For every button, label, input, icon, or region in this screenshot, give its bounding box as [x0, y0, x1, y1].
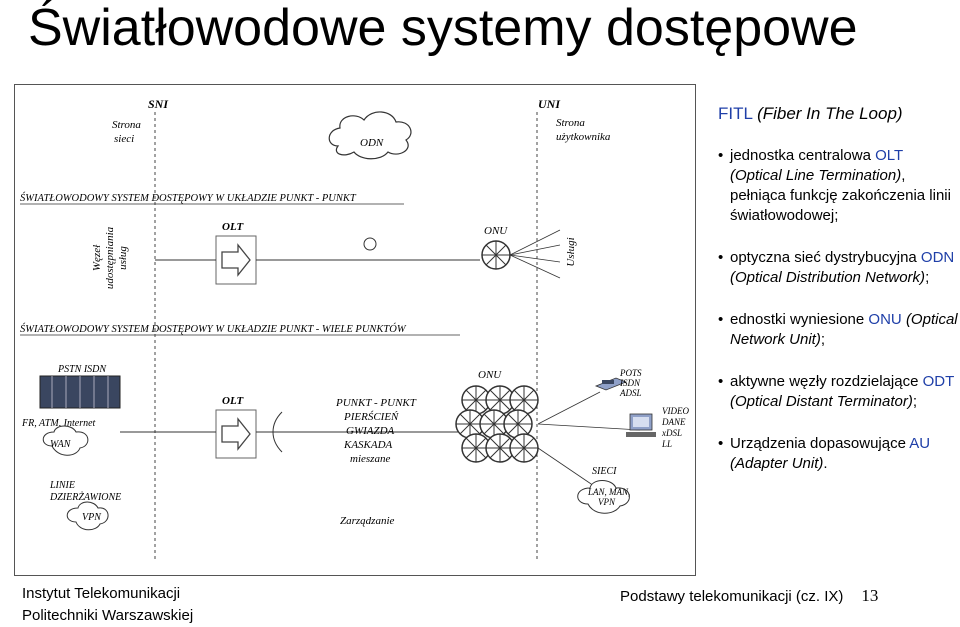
- wezel-line1: Węzeł: [91, 244, 103, 271]
- onu-to-computer-line: [537, 423, 641, 431]
- uslugi-label: Usługi: [565, 237, 577, 266]
- definition-text: ;: [912, 393, 918, 410]
- zarzadzanie-label: Zarządzanie: [340, 515, 395, 527]
- strona-sieci-line2: sieci: [114, 133, 134, 145]
- onu-to-networks-line: [537, 447, 601, 491]
- onu-fanout-line: [509, 244, 561, 256]
- definition-odn: optyczna sieć dystrybucyjna ODN (Optical…: [718, 248, 958, 288]
- strona-uzytkownika-line2: użytkownika: [556, 131, 611, 143]
- topology-1: PUNKT - PUNKT: [335, 397, 417, 409]
- odn-label: ODN: [360, 137, 384, 149]
- definition-acronym: ODN: [920, 249, 955, 266]
- definition-text: .: [823, 455, 828, 472]
- fitl-acronym: FITL: [718, 104, 753, 123]
- onu-icon-1: [481, 240, 511, 270]
- telephone-icon: [594, 377, 628, 391]
- strona-uzytkownika-line1: Strona: [556, 117, 585, 129]
- topology-5: mieszane: [350, 453, 390, 465]
- vpn-label: VPN: [82, 512, 102, 523]
- computer-icon: [626, 413, 656, 437]
- definition-expansion: (Optical Line Termination): [730, 167, 902, 184]
- definition-text: ;: [820, 331, 826, 348]
- onu-to-phone-line: [537, 391, 601, 425]
- splice-point: [363, 237, 377, 251]
- isdn-label: ISDN: [619, 378, 641, 388]
- footer-institute: Instytut Telekomunikacji Politechniki Wa…: [22, 583, 193, 627]
- definition-acronym: ONU: [868, 311, 902, 328]
- odn-cloud: [328, 111, 412, 160]
- page-number: 13: [861, 586, 879, 605]
- linie-line1: LINIE: [49, 480, 75, 491]
- pstn-isdn-label: PSTN ISDN: [57, 364, 107, 375]
- lan-line2: VPN: [598, 497, 616, 507]
- section2-title: ŚWIATŁOWODOWY SYSTEM DOSTĘPOWY W UKŁADZI…: [20, 323, 407, 335]
- odt-splitter: [272, 411, 283, 453]
- onu-label-2: ONU: [478, 369, 502, 381]
- onu-fanout-line: [509, 254, 561, 279]
- definition-acronym: AU: [909, 435, 931, 452]
- section1-title: ŚWIATŁOWODOWY SYSTEM DOSTĘPOWY W UKŁADZI…: [20, 192, 357, 204]
- institute-line2: Politechniki Warszawskiej: [22, 607, 194, 624]
- definition-expansion: (Adapter Unit): [730, 455, 824, 472]
- lan-line1: LAN, MAN,: [587, 487, 630, 497]
- footer-course: Podstawy telekomunikacji (cz. IX) 13: [620, 586, 878, 606]
- onu-fanout-line: [509, 229, 561, 256]
- fitl-heading: FITL (Fiber In The Loop): [718, 104, 958, 124]
- onu-group-icon: [455, 385, 539, 463]
- definition-onu: ednostki wyniesione ONU (Optical Network…: [718, 310, 958, 350]
- definition-text: aktywne węzły rozdzielające: [730, 373, 923, 390]
- definition-text: ednostki wyniesione: [730, 311, 869, 328]
- olt-label-2: OLT: [222, 395, 244, 407]
- adsl-label: ADSL: [619, 388, 642, 398]
- definition-text: ;: [925, 269, 930, 286]
- wezel-line3: usług: [117, 246, 129, 270]
- definition-odt: aktywne węzły rozdzielające ODT (Optical…: [718, 372, 958, 412]
- course-name: Podstawy telekomunikacji (cz. IX): [620, 588, 844, 605]
- vpn-cloud: [66, 501, 109, 531]
- definition-text: Urządzenia dopasowujące: [730, 435, 910, 452]
- diagram-frame: [14, 84, 696, 576]
- ll-label: LL: [661, 439, 672, 449]
- olt-icon-1: [215, 235, 257, 285]
- sieci-label: SIECI: [592, 466, 617, 477]
- onu-label-1: ONU: [484, 225, 508, 237]
- institute-line1: Instytut Telekomunikacji: [22, 585, 181, 602]
- olt-icon-2: [215, 409, 257, 459]
- onu-fanout-line: [509, 254, 561, 263]
- pots-label: POTS: [619, 368, 642, 378]
- definition-olt: jednostka centralowa OLT (Optical Line T…: [718, 146, 958, 226]
- video-label: VIDEO: [662, 406, 689, 416]
- definition-expansion: (Optical Network Unit): [730, 311, 958, 348]
- topology-2: PIERŚCIEŃ: [343, 411, 399, 423]
- uni-label: UNI: [538, 97, 561, 111]
- definition-text: optyczna sieć dystrybucyjna: [730, 249, 921, 266]
- xdsl-label: xDSL: [661, 428, 682, 438]
- topology-3: GWIAZDA: [346, 425, 395, 437]
- definition-au: Urządzenia dopasowujące AU (Adapter Unit…: [718, 434, 958, 474]
- linie-line2: DZIERŻAWIONE: [49, 491, 121, 503]
- definition-text: jednostka centralowa: [730, 147, 876, 164]
- fitl-expansion: (Fiber In The Loop): [757, 104, 903, 123]
- sni-label: SNI: [148, 97, 169, 111]
- wan-cloud: [42, 425, 89, 456]
- definition-expansion: (Optical Distribution Network): [730, 269, 926, 286]
- olt-label-1: OLT: [222, 221, 244, 233]
- slide-title: Światłowodowe systemy dostępowe: [28, 0, 858, 57]
- fr-atm-internet-label: FR, ATM, Internet: [21, 418, 96, 429]
- definitions-panel: FITL (Fiber In The Loop) jednostka centr…: [718, 104, 958, 496]
- strona-sieci-line1: Strona: [112, 119, 141, 131]
- definition-acronym: ODT: [922, 373, 954, 390]
- wan-label: WAN: [50, 439, 72, 450]
- definition-text: , pełniąca funkcję zakończenia linii świ…: [730, 167, 951, 224]
- dane-label: DANE: [661, 417, 686, 427]
- wezel-line2: udostępniania: [104, 226, 116, 289]
- definition-expansion: (Optical Distant Terminator): [730, 393, 913, 410]
- topology-4: KASKADA: [343, 439, 393, 451]
- definition-acronym: OLT: [875, 147, 903, 164]
- networks-cloud: [577, 480, 630, 514]
- exchange-equipment-icon: [39, 375, 121, 409]
